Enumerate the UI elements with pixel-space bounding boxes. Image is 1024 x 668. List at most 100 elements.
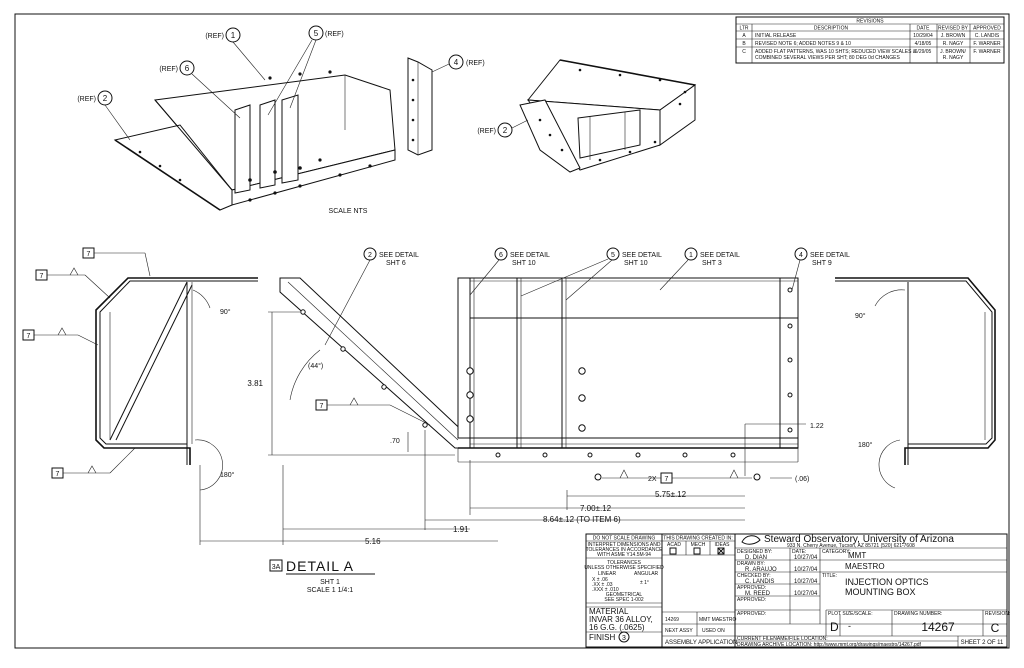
ref-label-5: (REF): [325, 31, 344, 38]
detail-a-label: 3A DETAIL A SHT 1 SCALE 1 1/4:1: [269, 558, 375, 594]
tb-cad-mech: MECH: [691, 542, 706, 548]
right-side-view: 90° 180°: [835, 277, 996, 489]
detail-scale: SCALE 1 1/4:1: [307, 587, 353, 594]
tb-next-assy: NEXT ASSY: [665, 628, 693, 634]
tb-linear: LINEAR: [598, 571, 616, 577]
weld-multiplier: 2X: [648, 476, 657, 483]
revisions-title: REVISIONS: [856, 19, 884, 25]
tb-interpret3: WITH ASME Y14.5M-94: [597, 552, 651, 558]
detail-marker-text: 3A: [272, 564, 281, 571]
balloon-2-iso-right: [497, 122, 513, 138]
callout-1-num: 1: [689, 252, 693, 259]
tb-geometrical2: SEE SPEC 1-002: [604, 597, 643, 603]
rev-c-date: 6/29/05: [915, 49, 932, 55]
angle-right-180: 180°: [858, 441, 873, 449]
balloon-6-iso: [179, 60, 195, 76]
weld-num-3: 7: [27, 333, 31, 340]
rev-a-desc: INITIAL RELEASE: [755, 33, 797, 39]
dim-700: 7.00±.12: [580, 504, 612, 513]
rev-a-approved: C. LANDIS: [975, 33, 1000, 39]
callout-6-line2: SHT 10: [512, 260, 536, 267]
tb-cad-ideas: IDEAS: [714, 542, 730, 548]
tb-used-on: USED ON: [702, 628, 725, 634]
tb-revision-label: REVISION:: [985, 611, 1010, 617]
tb-title1: INJECTION OPTICS: [845, 577, 929, 587]
dim-191: 1.91: [453, 525, 469, 534]
weld-num-main: 7: [320, 403, 324, 410]
tb-interpret1: INTERPRET DIMENSIONS AND: [588, 542, 661, 548]
callout-2-line2: SHT 6: [386, 260, 406, 267]
callout-item-6: 6 SEE DETAIL SHT 10: [469, 247, 550, 296]
tb-archive: DRAWING ARCHIVE LOCATION: http://www.mmt…: [737, 642, 922, 648]
rev-b-ltr: B: [742, 41, 746, 47]
tb-checked-date: 10/27/04: [794, 579, 818, 585]
tb-finish-label: FINISH: [589, 633, 615, 642]
tb-geometrical1: GEOMETRICAL: [606, 592, 643, 598]
tb-designed-by: D. DIAN: [745, 555, 767, 561]
callout-4-line1: SEE DETAIL: [810, 252, 850, 259]
balloon-2-iso-right-num: 2: [503, 126, 508, 135]
angle-left-90: 90°: [220, 308, 231, 316]
tb-no-scale: DO NOT SCALE DRAWING: [593, 536, 656, 542]
observatory-logo: [741, 535, 761, 545]
rev-c-by-line1: J. BROWN/: [940, 49, 966, 55]
tb-checked-by-label: CHECKED BY:: [737, 573, 771, 579]
tb-checkbox-acad: [669, 547, 677, 555]
ref-label-4: (REF): [466, 60, 485, 67]
left-side-view: 90° 180° 7 7 7 7: [22, 247, 258, 491]
balloon-4-iso: [448, 54, 464, 70]
tb-address: 933 N. Cherry Avenue, Tucson, AZ 85721 (…: [787, 543, 915, 549]
tb-approved-1: M. REED: [745, 591, 771, 597]
weld-num-4: 7: [56, 471, 60, 478]
rev-c-ltr: C: [742, 49, 746, 55]
callout-item-2: 2 SEE DETAIL SHT 6: [324, 247, 419, 346]
weld-num-2: 7: [40, 273, 44, 280]
dim-516: 5.16: [365, 537, 381, 546]
tb-size-label: PLOT SIZE/SCALE:: [828, 611, 873, 617]
rev-c-desc-line2: COMBINED SEVERAL VIEWS PER SHT; 80 DEG 0…: [755, 55, 901, 61]
tb-drawing-number: 14267: [921, 620, 955, 634]
tb-next-assy-name: MMT MAESTRO: [699, 617, 737, 623]
tb-tolerances: TOLERANCES: [607, 560, 641, 566]
tb-approved-label-2: APPROVED:: [737, 597, 766, 603]
dim-070: .70: [390, 438, 400, 445]
rev-c-by-line2: R. NAGY: [943, 55, 964, 61]
tb-title-label: TITLE:: [822, 573, 837, 579]
callout-2-num: 2: [368, 252, 372, 259]
tb-material-label: MATERIAL: [589, 607, 629, 616]
angle-right-90: 90°: [855, 312, 866, 320]
callout-5-line2: SHT 10: [624, 260, 648, 267]
tb-checkbox-mech: [693, 547, 701, 555]
callout-item-4: 4 SEE DETAIL SHT 9: [791, 247, 850, 291]
rev-b-desc: REVISED NOTE 6; ADDED NOTES 9 & 10: [755, 41, 851, 47]
scale-note: SCALE NTS: [329, 208, 368, 215]
tb-revision: C: [991, 621, 1000, 635]
callout-5-line1: SEE DETAIL: [622, 252, 662, 259]
rev-b-by: R. NAGY: [943, 41, 964, 47]
callout-2-line1: SEE DETAIL: [379, 252, 419, 259]
ref-label-6: (REF): [159, 66, 178, 73]
dim-height: 3.81: [247, 379, 263, 388]
tb-observatory: Steward Observatory, University of Arizo…: [764, 534, 954, 545]
rev-c-approved: F. WARNER: [973, 49, 1001, 55]
tb-drawing-label: DRAWING NUMBER:: [894, 611, 942, 617]
rev-header-approved: APPROVED: [973, 26, 1001, 32]
tb-material1: INVAR 36 ALLOY,: [589, 615, 653, 624]
title-block: DO NOT SCALE DRAWING INTERPRET DIMENSION…: [584, 533, 1010, 648]
callout-item-1: 1 SEE DETAIL SHT 3: [659, 247, 740, 291]
callout-6-num: 6: [499, 252, 503, 259]
rev-b-date: 4/18/05: [915, 41, 932, 47]
rev-b-approved: F. WARNER: [973, 41, 1001, 47]
tb-approved-label-1: APPROVED:: [737, 585, 766, 591]
tb-drawn-by-label: DRAWN BY:: [737, 561, 765, 567]
tb-tol-xx: .XX ± .03: [592, 582, 613, 588]
sheet-border: [14, 13, 1010, 649]
tb-scale: -: [848, 621, 851, 631]
tb-tol-ang: ± 1°: [640, 580, 649, 586]
callout-4-line2: SHT 9: [812, 260, 832, 267]
tb-current-file: CURRENT FILENAME/FILE LOCATION:: [737, 636, 828, 642]
tb-category: MMT: [848, 551, 866, 560]
rev-header-desc: DESCRIPTION: [814, 26, 849, 32]
rev-header-ltr: LTR: [739, 26, 748, 32]
